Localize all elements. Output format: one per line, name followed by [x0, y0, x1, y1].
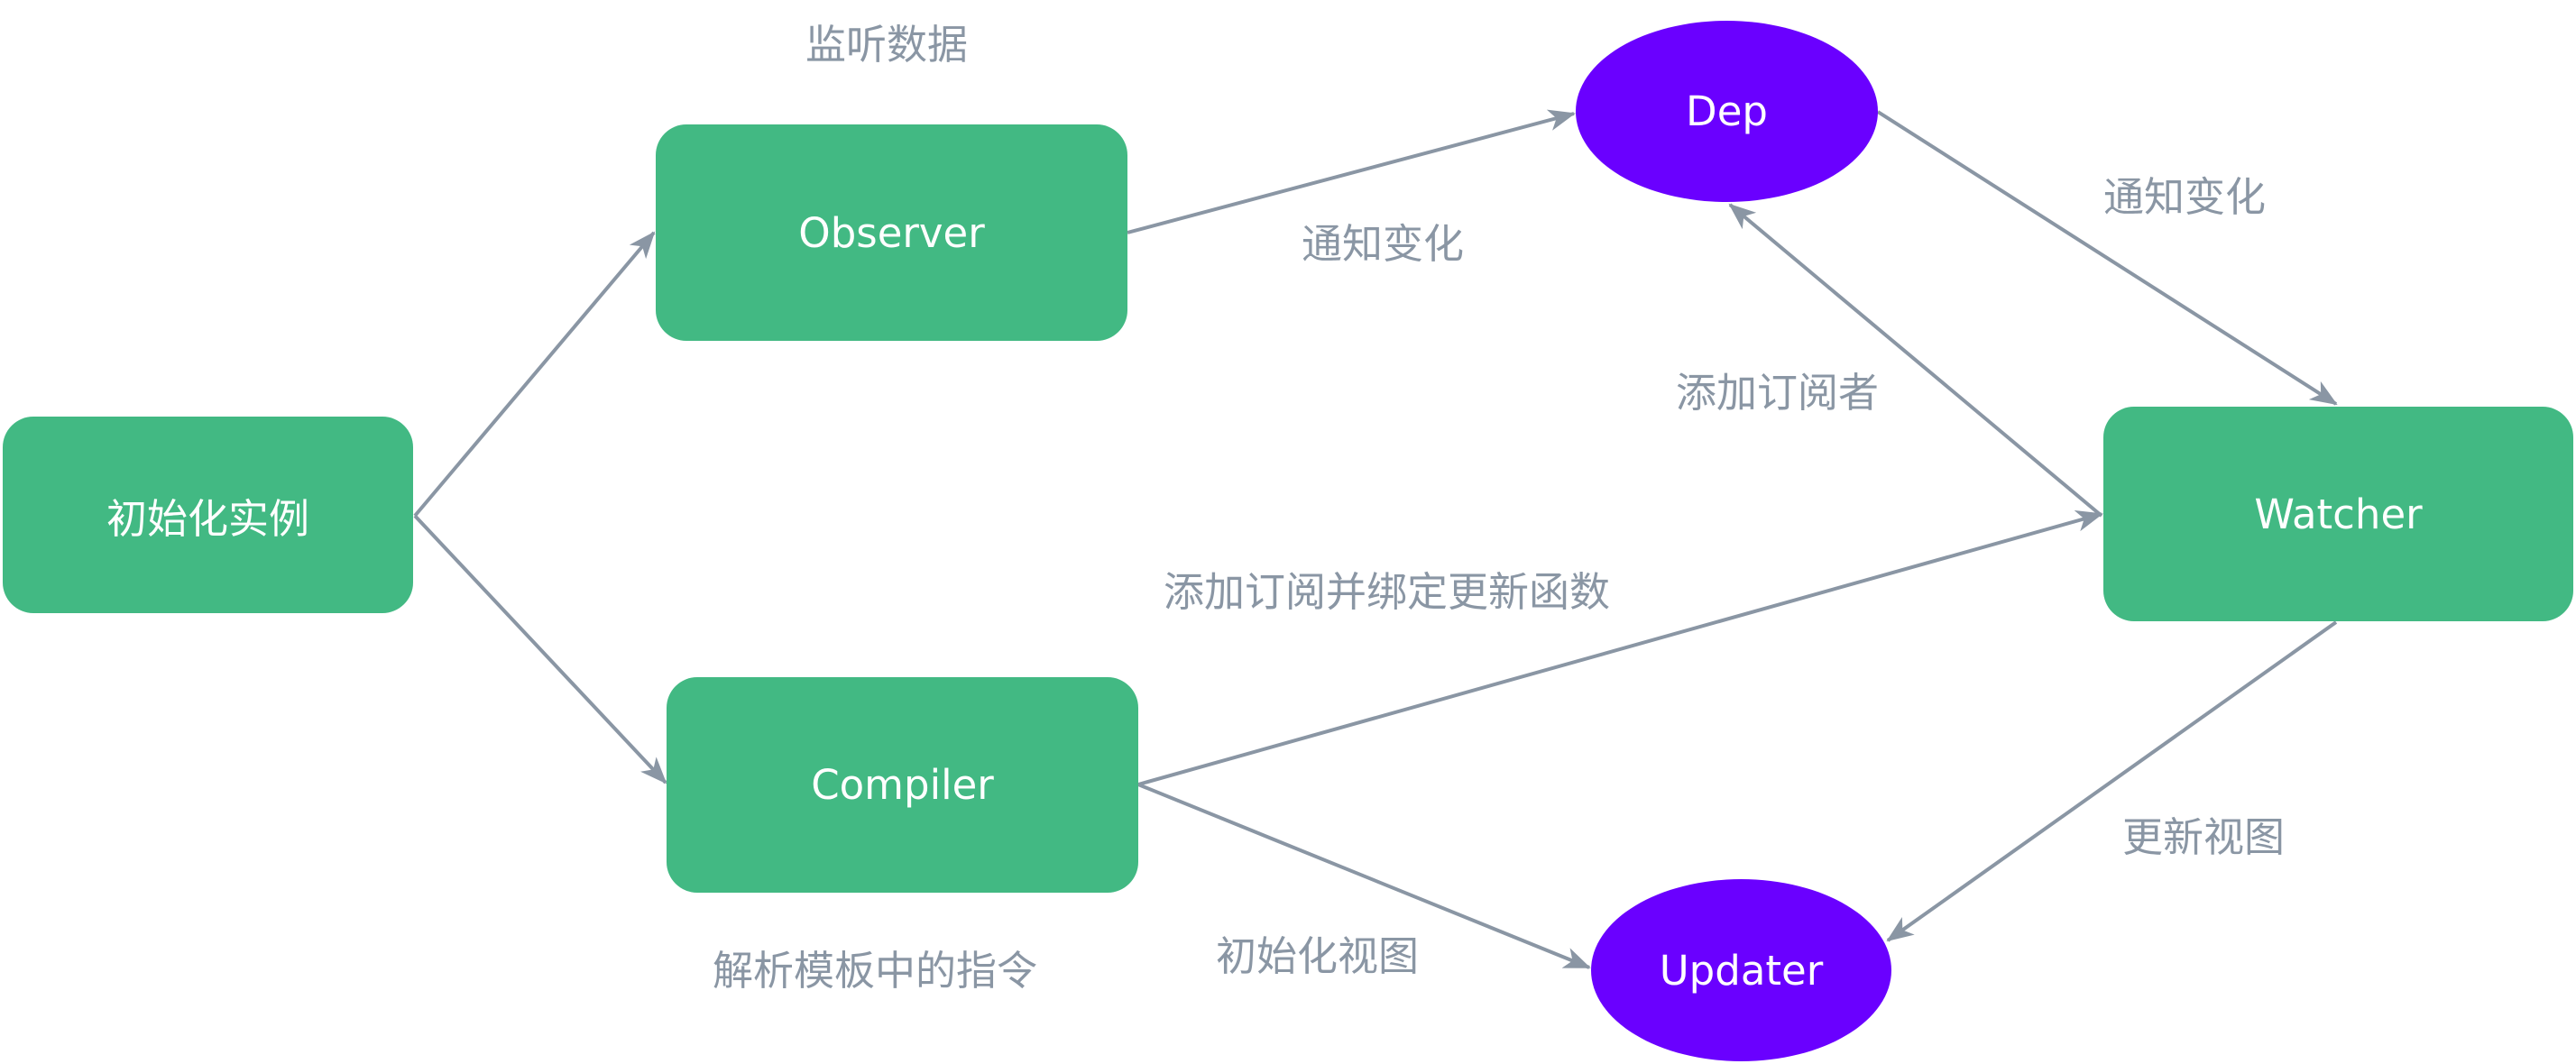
watcher-label: Watcher — [2254, 490, 2423, 538]
init-instance-node: 初始化实例 — [3, 417, 413, 613]
dep-node: Dep — [1576, 21, 1878, 202]
add-subscriber-label: 添加订阅者 — [1676, 369, 1880, 417]
notify-change-dep-watcher-label: 通知变化 — [2103, 173, 2267, 221]
update-view-label: 更新视图 — [2122, 813, 2286, 861]
init-view-label: 初始化视图 — [1216, 932, 1420, 980]
edge-init-to-observer — [413, 231, 656, 518]
add-subscription-bind-label: 添加订阅并绑定更新函数 — [1164, 568, 1611, 616]
compiler-label: Compiler — [811, 761, 994, 809]
updater-label: Updater — [1659, 946, 1824, 995]
listen-data-label: 监听数据 — [805, 21, 969, 69]
edge-watcher-to-updater — [1886, 620, 2338, 942]
init-instance-label: 初始化实例 — [106, 494, 309, 543]
watcher-node: Watcher — [2103, 407, 2573, 621]
compiler-node: Compiler — [667, 677, 1138, 893]
dep-label: Dep — [1686, 87, 1768, 135]
edge-watcher-to-dep — [1728, 203, 2103, 518]
edge-observer-to-dep — [1127, 109, 1576, 234]
edge-init-to-compiler — [413, 514, 667, 784]
edge-compiler-to-updater — [1137, 783, 1591, 969]
notify-change-observer-dep-label: 通知变化 — [1302, 220, 1465, 268]
parse-template-label: 解析模板中的指令 — [713, 947, 1038, 995]
edge-compiler-to-watcher — [1137, 510, 2103, 786]
observer-node: Observer — [656, 124, 1127, 341]
updater-node: Updater — [1591, 879, 1891, 1061]
observer-label: Observer — [798, 208, 985, 257]
edge-dep-to-watcher — [1876, 110, 2338, 406]
